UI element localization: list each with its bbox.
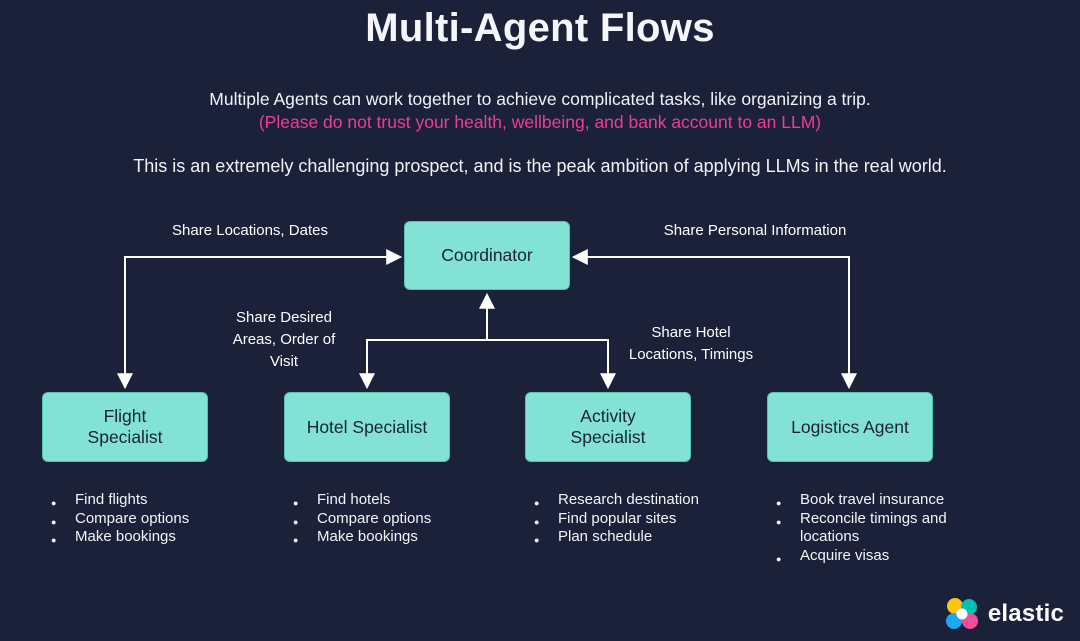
brand-name: elastic [987,600,1064,627]
edge-label-share-personal-information: Share Personal Information [663,222,847,239]
hotel-specialist-label: Hotel Specialist [306,416,428,437]
task-item: Make bookings [42,528,232,549]
logistics-agent-tasks: Book travel insurance Reconcile timings … [767,491,979,568]
edge-label-share-hotel-locations: Share Hotel Locations, Timings [628,324,754,363]
task-item: Compare options [42,510,232,531]
page-title: Multi-Agent Flows [365,6,715,50]
hotel-specialist-tasks: Find hotels Compare options Make booking… [284,491,474,549]
edge-label-share-locations-dates: Share Locations, Dates [172,222,328,239]
flight-specialist-tasks: Find flights Compare options Make bookin… [42,491,232,549]
flight-specialist-label: Flight Specialist [87,406,163,447]
task-item: Acquire visas [767,547,979,568]
task-item: Plan schedule [525,528,735,549]
task-item: Reconcile timings and locations [767,510,979,547]
task-item: Find popular sites [525,510,735,531]
task-item: Find flights [42,491,232,512]
flight-specialist-node: Flight Specialist [42,392,208,462]
task-item: Book travel insurance [767,491,979,512]
coordinator-label: Coordinator [441,245,533,265]
brand-footer: elastic [944,596,1064,632]
task-item: Research destination [525,491,735,512]
hotel-specialist-node: Hotel Specialist [284,392,450,462]
activity-specialist-node: Activity Specialist [525,392,691,462]
activity-specialist-label: Activity Specialist [570,406,646,447]
logistics-agent-label: Logistics Agent [791,416,909,437]
logistics-agent-node: Logistics Agent [767,392,933,462]
elastic-logo-icon [945,598,978,629]
task-item: Compare options [284,510,474,531]
subtitle-text: Multiple Agents can work together to ach… [209,89,871,109]
task-item: Make bookings [284,528,474,549]
task-item: Find hotels [284,491,474,512]
warning-text: (Please do not trust your health, wellbe… [258,112,822,132]
activity-specialist-tasks: Research destination Find popular sites … [525,491,735,549]
edge-label-share-desired-areas: Share Desired Areas, Order of Visit [232,309,336,370]
body-text: This is an extremely challenging prospec… [133,156,947,176]
coordinator-node: Coordinator [404,221,570,290]
